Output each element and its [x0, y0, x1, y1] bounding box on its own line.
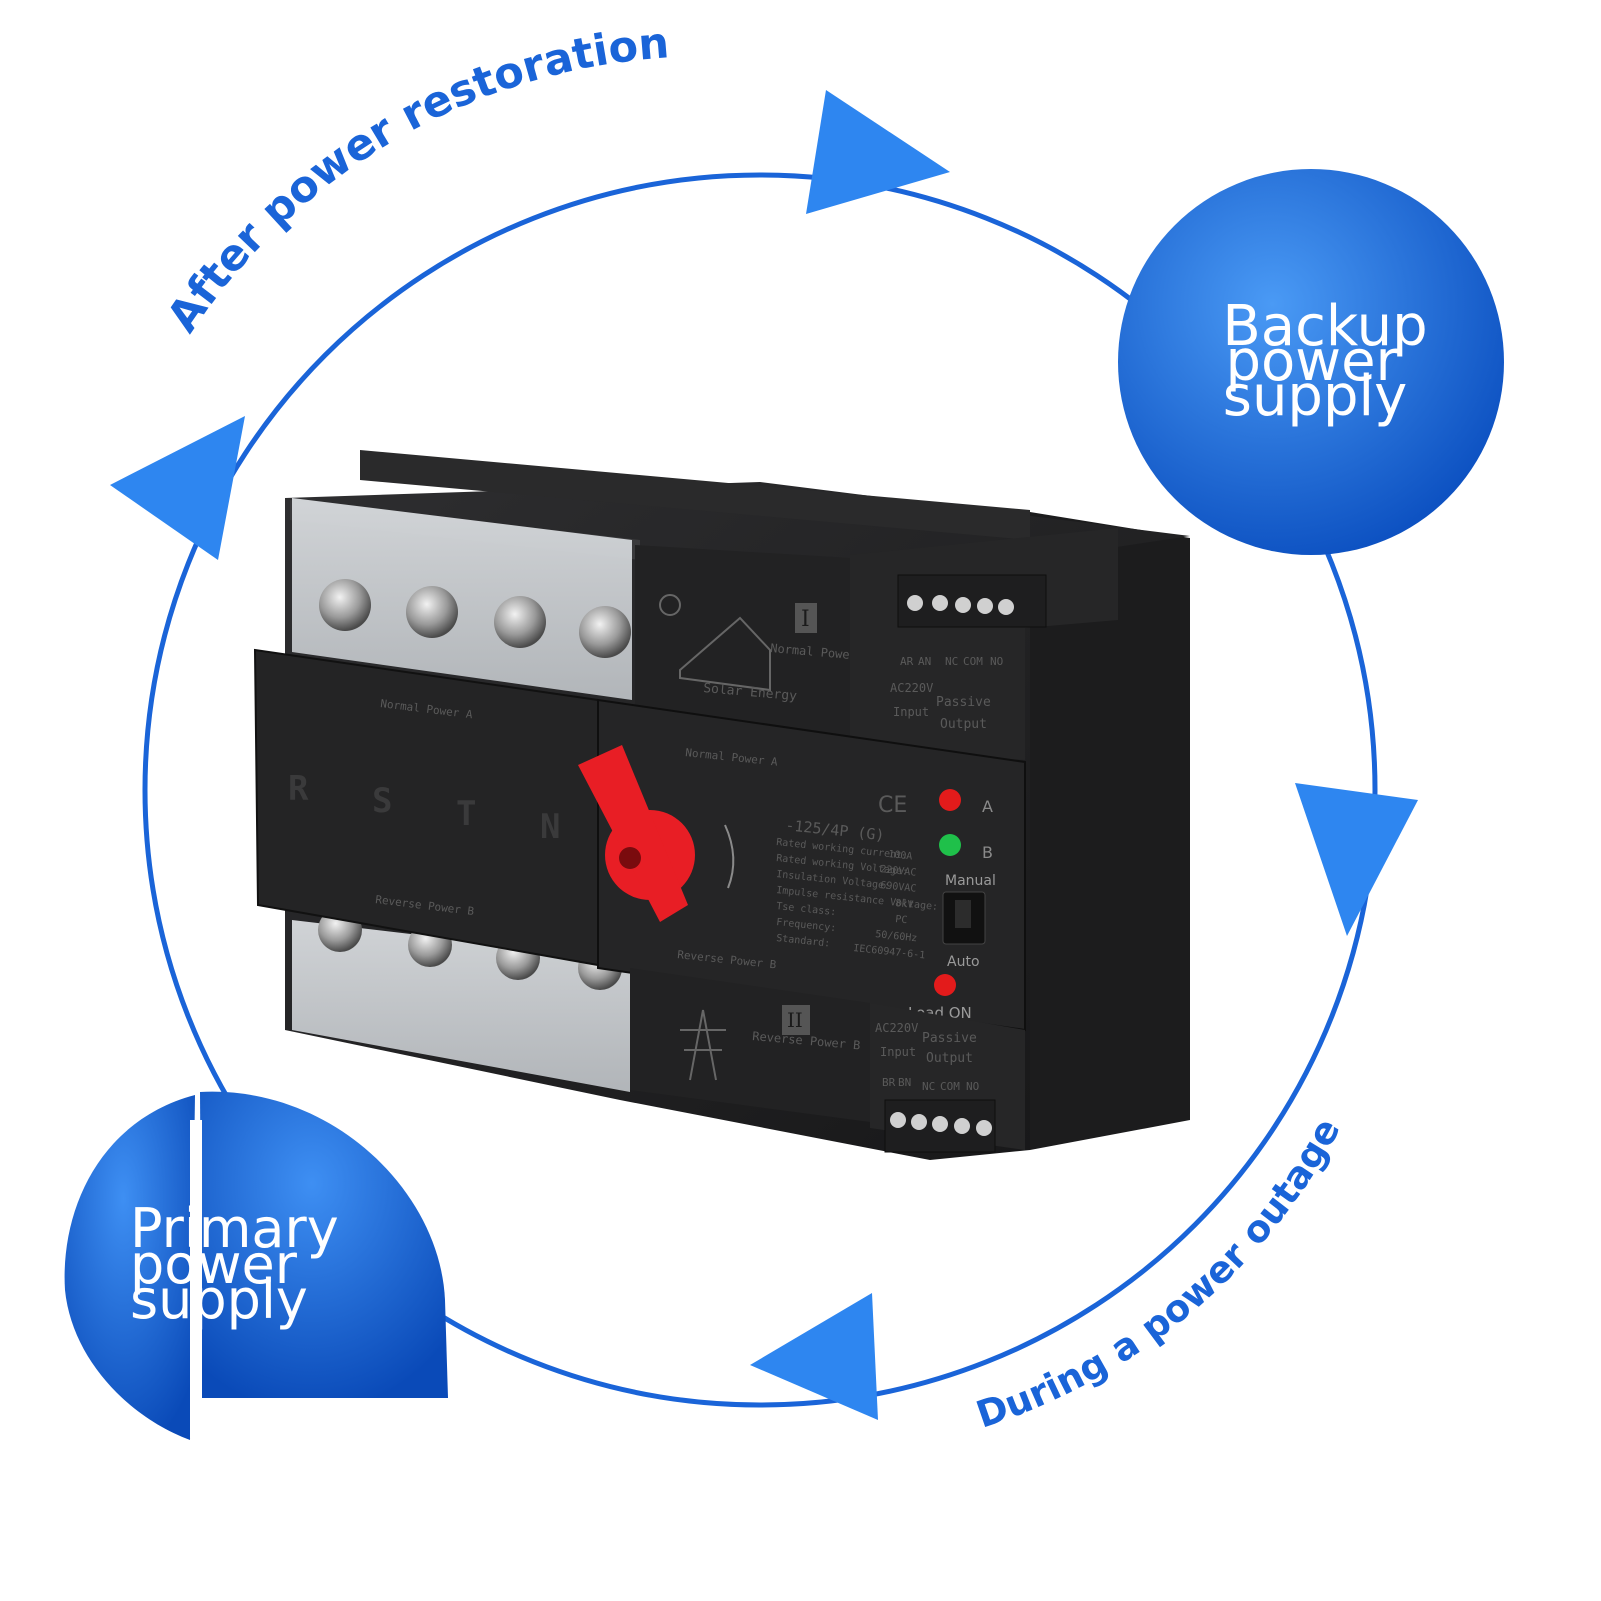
auto-label: Auto: [947, 954, 980, 970]
phase-letter-r: R: [288, 769, 309, 809]
primary-line-3: supply: [130, 1268, 308, 1331]
arrow-right-icon: [1295, 783, 1418, 936]
top-terminal-label-no: NO: [990, 655, 1003, 668]
numeral-box-one: [795, 603, 817, 633]
manual-label: Manual: [945, 873, 996, 889]
top-terminal-label-ar: AR: [900, 655, 914, 668]
spec-value-insulation: 690VAC: [880, 880, 917, 895]
led-load-icon: [934, 974, 956, 996]
pylon-icon: [680, 1009, 726, 1081]
spec-value-frequency: 50/60Hz: [875, 929, 918, 944]
top-terminal-input: Input: [893, 705, 929, 719]
rotate-arrows-icon: [724, 824, 735, 889]
screw-icon: [494, 596, 546, 648]
bottom-terminal-output: Output: [926, 1051, 973, 1066]
spec-value-voltage: 220VAC: [880, 864, 917, 879]
arrow-bottom-icon: [750, 1293, 878, 1420]
bottom-terminal-passive: Passive: [922, 1031, 977, 1046]
numeral-box-two: [782, 1005, 810, 1035]
spec-value-class: PC: [895, 914, 908, 926]
indicator-b-label: B: [982, 843, 993, 862]
sun-icon: [659, 594, 681, 616]
bottom-terminal-label-no: NO: [966, 1080, 979, 1093]
label-after-power-restoration: After power restoration: [158, 18, 671, 341]
bottom-terminal-label-com: COM: [940, 1080, 960, 1093]
primary-line-2: power: [130, 1233, 298, 1296]
backup-line-2: power: [1225, 329, 1399, 394]
cycle-ring: [142, 172, 1378, 1408]
label-during-power-outage: During a power outage: [971, 1111, 1349, 1437]
solar-house-icon: [679, 616, 771, 692]
backup-line-1: Backup: [1222, 294, 1427, 359]
screw-icon: [319, 579, 371, 631]
bottom-terminal-input: Input: [880, 1045, 916, 1059]
lower-terminal-cover: [292, 920, 630, 1092]
top-terminal-passive: Passive: [936, 695, 991, 710]
indicator-a-label: A: [982, 797, 993, 816]
ce-mark: CE: [878, 793, 907, 818]
spec-value-impulse: 8kV: [895, 898, 914, 911]
spec-value-current: 100A: [888, 849, 913, 862]
bottom-terminal-voltage: AC220V: [875, 1021, 918, 1035]
arrow-left-icon: [110, 416, 245, 560]
numeral-two: II: [787, 1008, 803, 1032]
top-terminal-voltage: AC220V: [890, 681, 933, 695]
led-a-icon: [939, 789, 961, 811]
top-terminal-label-an: AN: [918, 655, 931, 668]
phase-letter-n: N: [540, 807, 560, 847]
top-terminal-label-com: COM: [963, 655, 983, 668]
screw-icon: [579, 606, 631, 658]
upper-terminal-cover: [292, 498, 632, 700]
phase-letter-s: S: [372, 781, 392, 821]
primary-line-1: Primary: [130, 1197, 339, 1260]
node-backup-power: Backup power supply: [1118, 169, 1504, 555]
top-terminal-output: Output: [940, 717, 987, 732]
upper-label-panel: [635, 545, 850, 745]
backup-line-3: supply: [1223, 364, 1407, 429]
arrow-top-icon: [806, 90, 950, 214]
bottom-terminal-label-bn: BN: [898, 1076, 911, 1089]
phase-letter-t: T: [456, 794, 476, 834]
numeral-one: I: [801, 607, 810, 632]
node-primary-power: Primary power supply: [64, 1091, 448, 1440]
rotary-handle[interactable]: [578, 745, 695, 922]
top-terminal-label-nc: NC: [945, 655, 958, 668]
transfer-switch-device: Normal Power A Reverse Power B R S T N I…: [253, 450, 1190, 1160]
led-b-icon: [939, 834, 961, 856]
bottom-terminal-label-br: BR: [882, 1076, 896, 1089]
screw-icon: [406, 586, 458, 638]
bottom-terminal-label-nc: NC: [922, 1080, 935, 1093]
